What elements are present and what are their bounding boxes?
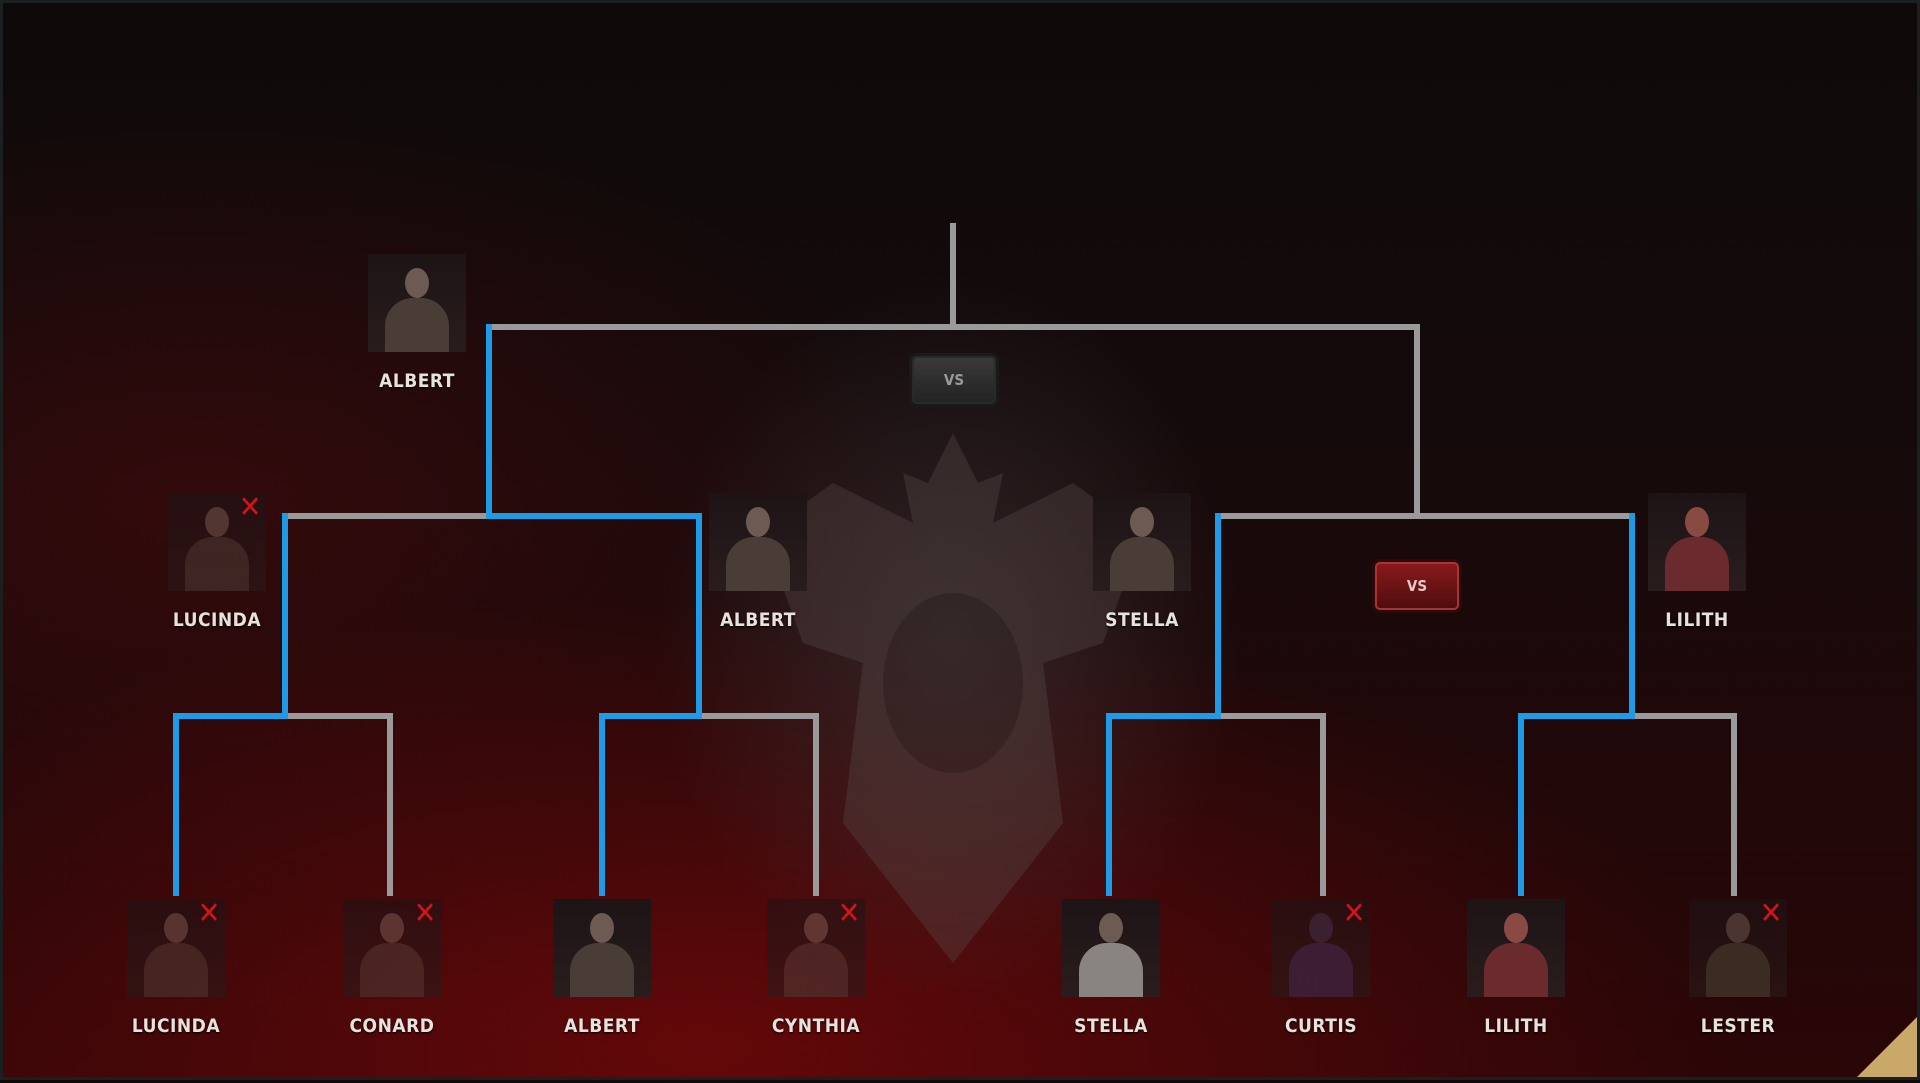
quarterfinal-slot[interactable]: LILITH xyxy=(1446,899,1586,1037)
page-curl-corner[interactable] xyxy=(1857,1017,1917,1077)
player-portrait xyxy=(553,899,651,997)
qf2-gray xyxy=(696,713,819,896)
player-portrait xyxy=(168,493,266,591)
player-name: LUCINDA xyxy=(131,1015,221,1037)
player-name: ALBERT xyxy=(564,1015,640,1037)
semifinal-slot[interactable]: ✕ LUCINDA xyxy=(147,493,287,631)
player-name: ALBERT xyxy=(720,609,796,631)
final-line xyxy=(486,324,1420,519)
semifinal-slot[interactable]: LILITH xyxy=(1627,493,1767,631)
quarterfinal-slot[interactable]: ✕ CONARD xyxy=(322,899,462,1037)
player-portrait xyxy=(767,899,865,997)
player-name: STELLA xyxy=(1074,1015,1148,1037)
final-vs-badge[interactable]: VS xyxy=(912,356,996,404)
player-name: LUCINDA xyxy=(172,609,262,631)
player-name: LILITH xyxy=(1484,1015,1548,1037)
player-portrait xyxy=(1467,899,1565,997)
quarterfinal-slot[interactable]: ✕ LESTER xyxy=(1668,899,1808,1037)
player-portrait xyxy=(1689,899,1787,997)
player-portrait xyxy=(1062,899,1160,997)
semifinal-vs-badge[interactable]: VS xyxy=(1375,562,1459,610)
quarterfinal-slot[interactable]: ALBERT xyxy=(532,899,672,1037)
player-portrait xyxy=(1272,899,1370,997)
player-name: CURTIS xyxy=(1284,1015,1358,1037)
eliminated-x-icon: ✕ xyxy=(1759,896,1783,931)
tournament-bracket-lines xyxy=(173,223,1737,896)
quarterfinal-slot[interactable]: ✕ LUCINDA xyxy=(106,899,246,1037)
eliminated-x-icon: ✕ xyxy=(1342,896,1366,931)
quarterfinal-slot[interactable]: STELLA xyxy=(1041,899,1181,1037)
quarterfinal-slot[interactable]: ✕ CURTIS xyxy=(1251,899,1391,1037)
player-name: LILITH xyxy=(1665,609,1729,631)
quarterfinal-slot[interactable]: ✕ CYNTHIA xyxy=(746,899,886,1037)
eliminated-x-icon: ✕ xyxy=(413,896,437,931)
player-portrait xyxy=(368,254,466,352)
winner-path-lucinda xyxy=(173,513,288,896)
eagle-crest-emblem xyxy=(763,433,1143,963)
eliminated-x-icon: ✕ xyxy=(837,896,861,931)
player-name: ALBERT xyxy=(379,370,455,392)
winner-path-lilith xyxy=(1518,513,1635,896)
player-name: CONARD xyxy=(349,1015,435,1037)
player-name: CYNTHIA xyxy=(771,1015,861,1037)
qf1-gray xyxy=(282,713,393,896)
winner-path-stella xyxy=(1106,513,1221,896)
player-portrait xyxy=(709,493,807,591)
winner-path-albert xyxy=(486,324,702,896)
player-portrait xyxy=(343,899,441,997)
semifinal-slot[interactable]: ALBERT xyxy=(688,493,828,631)
champion-slot[interactable]: ALBERT xyxy=(347,254,487,392)
player-portrait xyxy=(1648,493,1746,591)
eliminated-x-icon: ✕ xyxy=(197,896,221,931)
qf4-gray xyxy=(1629,713,1737,896)
semifinal-slot[interactable]: STELLA xyxy=(1072,493,1212,631)
player-name: LESTER xyxy=(1700,1015,1776,1037)
player-portrait xyxy=(127,899,225,997)
player-name: STELLA xyxy=(1105,609,1179,631)
eliminated-x-icon: ✕ xyxy=(238,490,262,525)
player-portrait xyxy=(1093,493,1191,591)
qf3-gray xyxy=(1215,713,1326,896)
